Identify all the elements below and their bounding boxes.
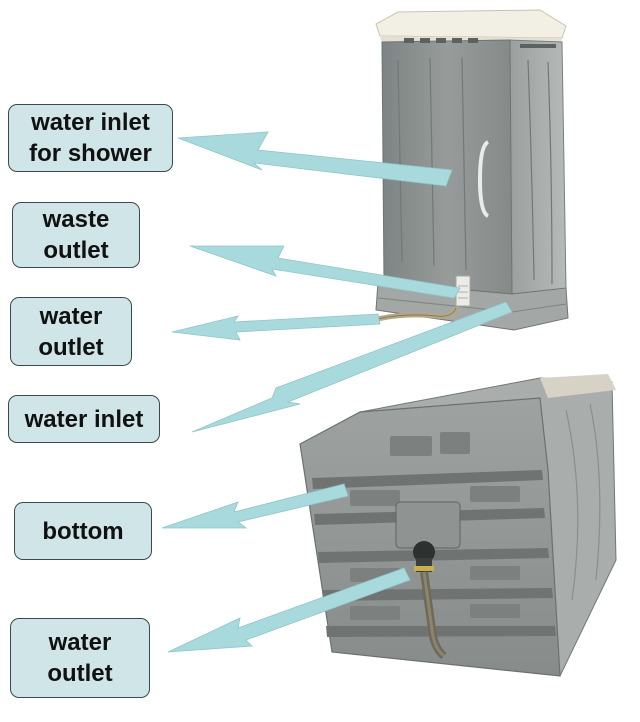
base	[375, 281, 569, 331]
tipped-unit	[299, 374, 617, 677]
label-waste-outlet: waste outlet	[12, 202, 140, 268]
standing-unit	[365, 9, 569, 331]
arrow-water-outlet-top	[171, 313, 381, 341]
label-water-inlet-for-shower: water inlet for shower	[8, 104, 173, 172]
door-handle	[477, 140, 490, 218]
arrow-water-outlet-bottom	[167, 567, 411, 653]
drain-fitting	[413, 541, 435, 563]
arrow-waste-outlet	[189, 245, 461, 299]
arrow-water-inlet	[191, 301, 513, 433]
label-water-outlet-bottom: water outlet	[10, 618, 150, 698]
label-water-inlet: water inlet	[8, 395, 160, 443]
arrow-water-inlet-for-shower	[177, 131, 453, 187]
label-water-outlet-top: water outlet	[10, 297, 132, 366]
pointer-arrows	[161, 131, 513, 653]
center-plate	[395, 501, 461, 549]
side-wall	[507, 39, 567, 297]
label-bottom: bottom	[14, 502, 152, 560]
arrow-bottom	[161, 483, 349, 529]
vents	[404, 38, 556, 48]
roof-lid	[375, 9, 567, 39]
